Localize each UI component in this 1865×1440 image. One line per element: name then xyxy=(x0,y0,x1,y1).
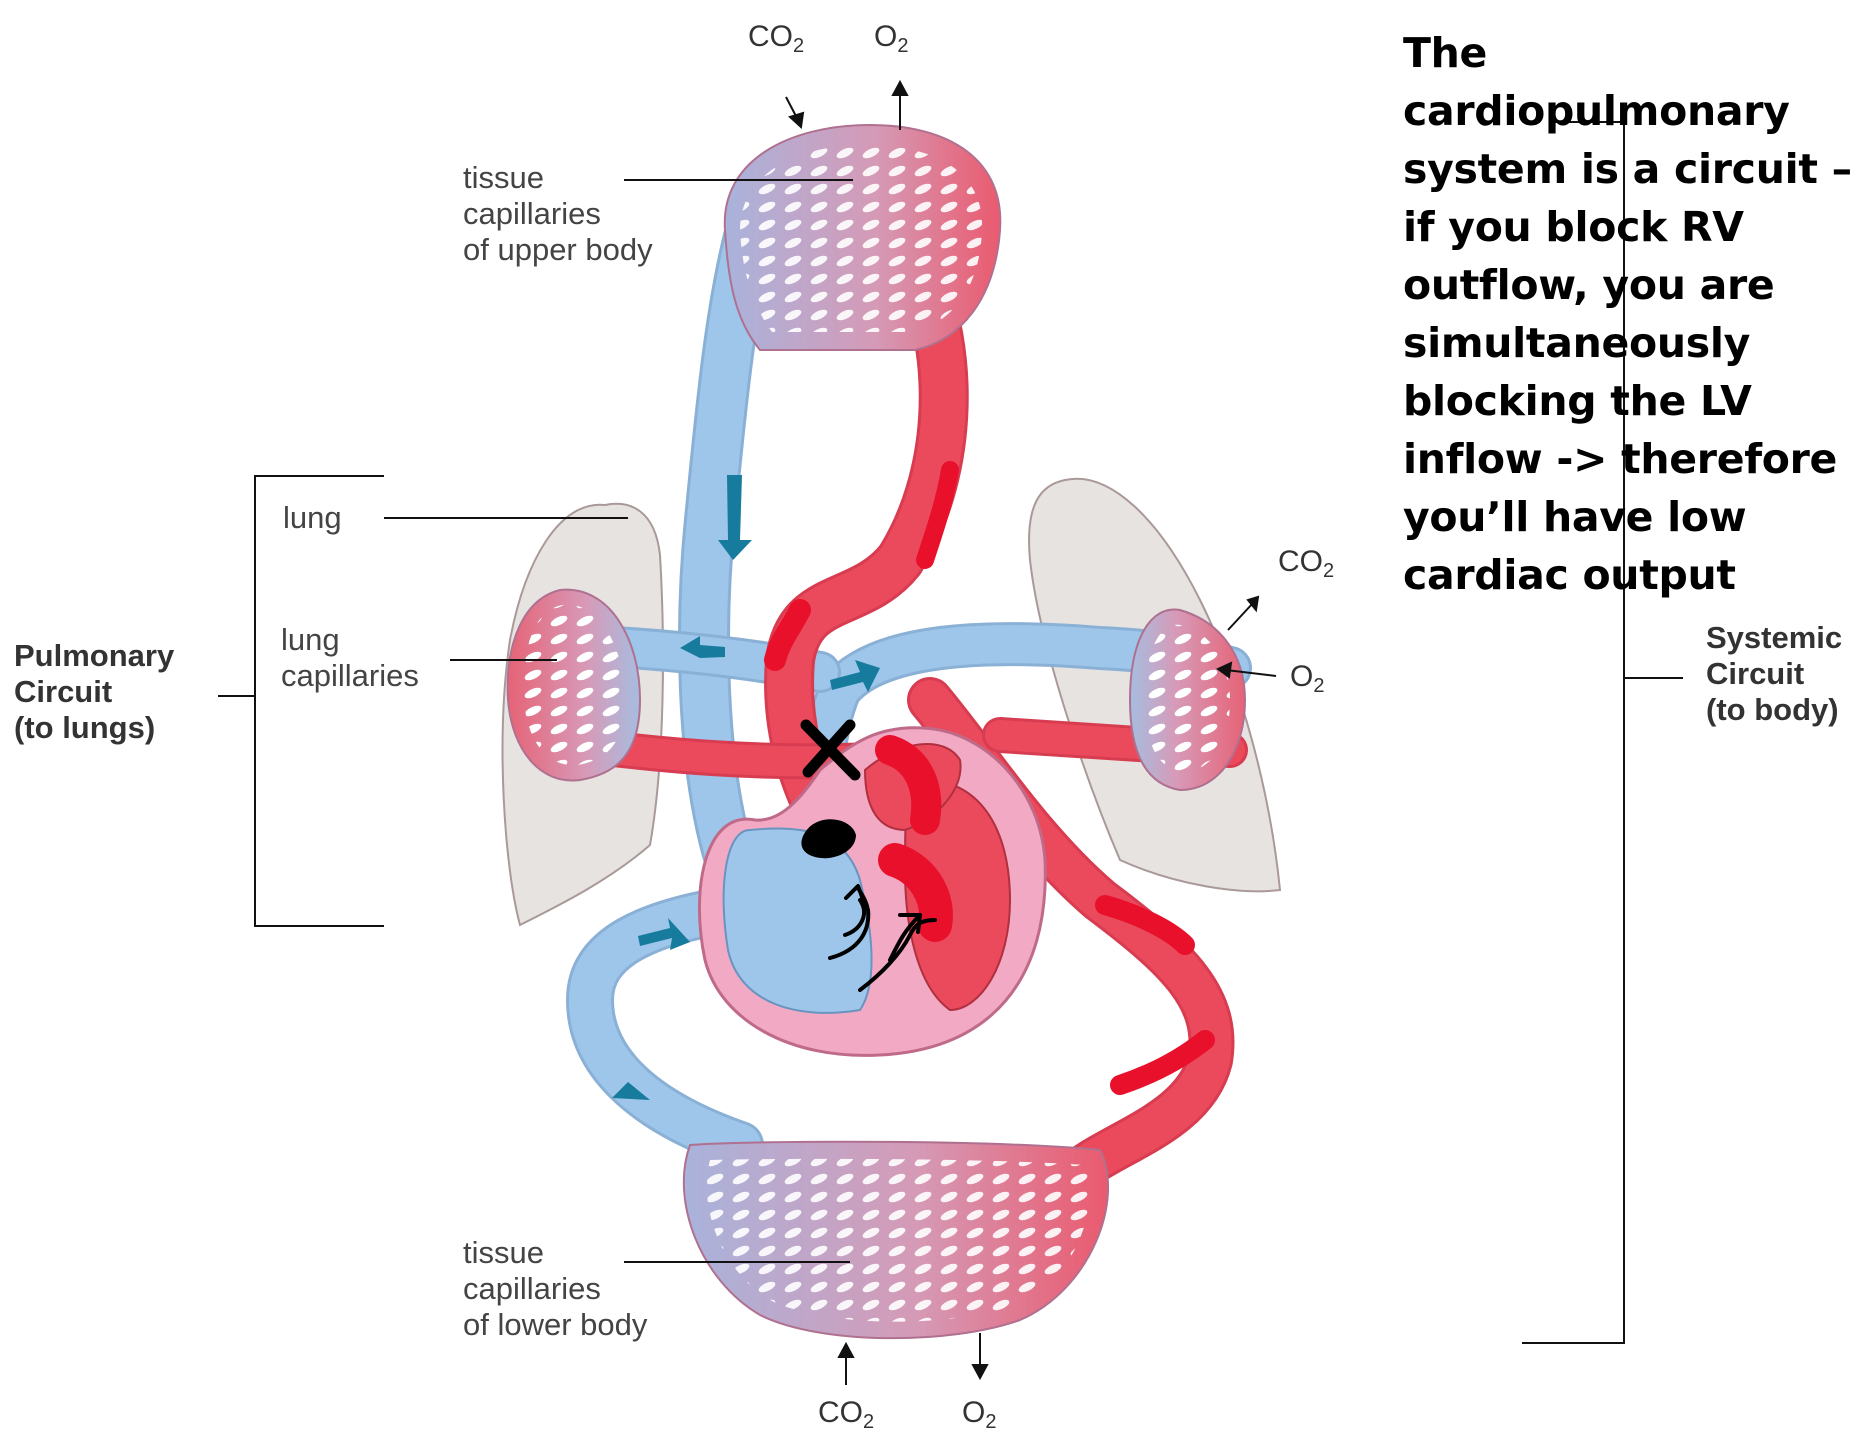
upper-capillary-bed xyxy=(725,125,1001,350)
pulmonary-bracket xyxy=(218,476,384,926)
co2-label: CO2 xyxy=(818,1396,874,1434)
right-lung-capillaries xyxy=(1130,610,1245,790)
right-ventricle xyxy=(724,828,872,1012)
o2-label: O2 xyxy=(962,1396,996,1434)
co2-label: CO2 xyxy=(748,20,804,58)
o2-label: O2 xyxy=(874,20,908,58)
co2-label: CO2 xyxy=(1278,545,1334,583)
lung-label: lung xyxy=(283,500,342,536)
annotation-note: The cardiopulmonary system is a circuit … xyxy=(1403,24,1863,604)
lower-capillary-bed xyxy=(684,1142,1108,1338)
o2-label: O2 xyxy=(1290,660,1324,698)
